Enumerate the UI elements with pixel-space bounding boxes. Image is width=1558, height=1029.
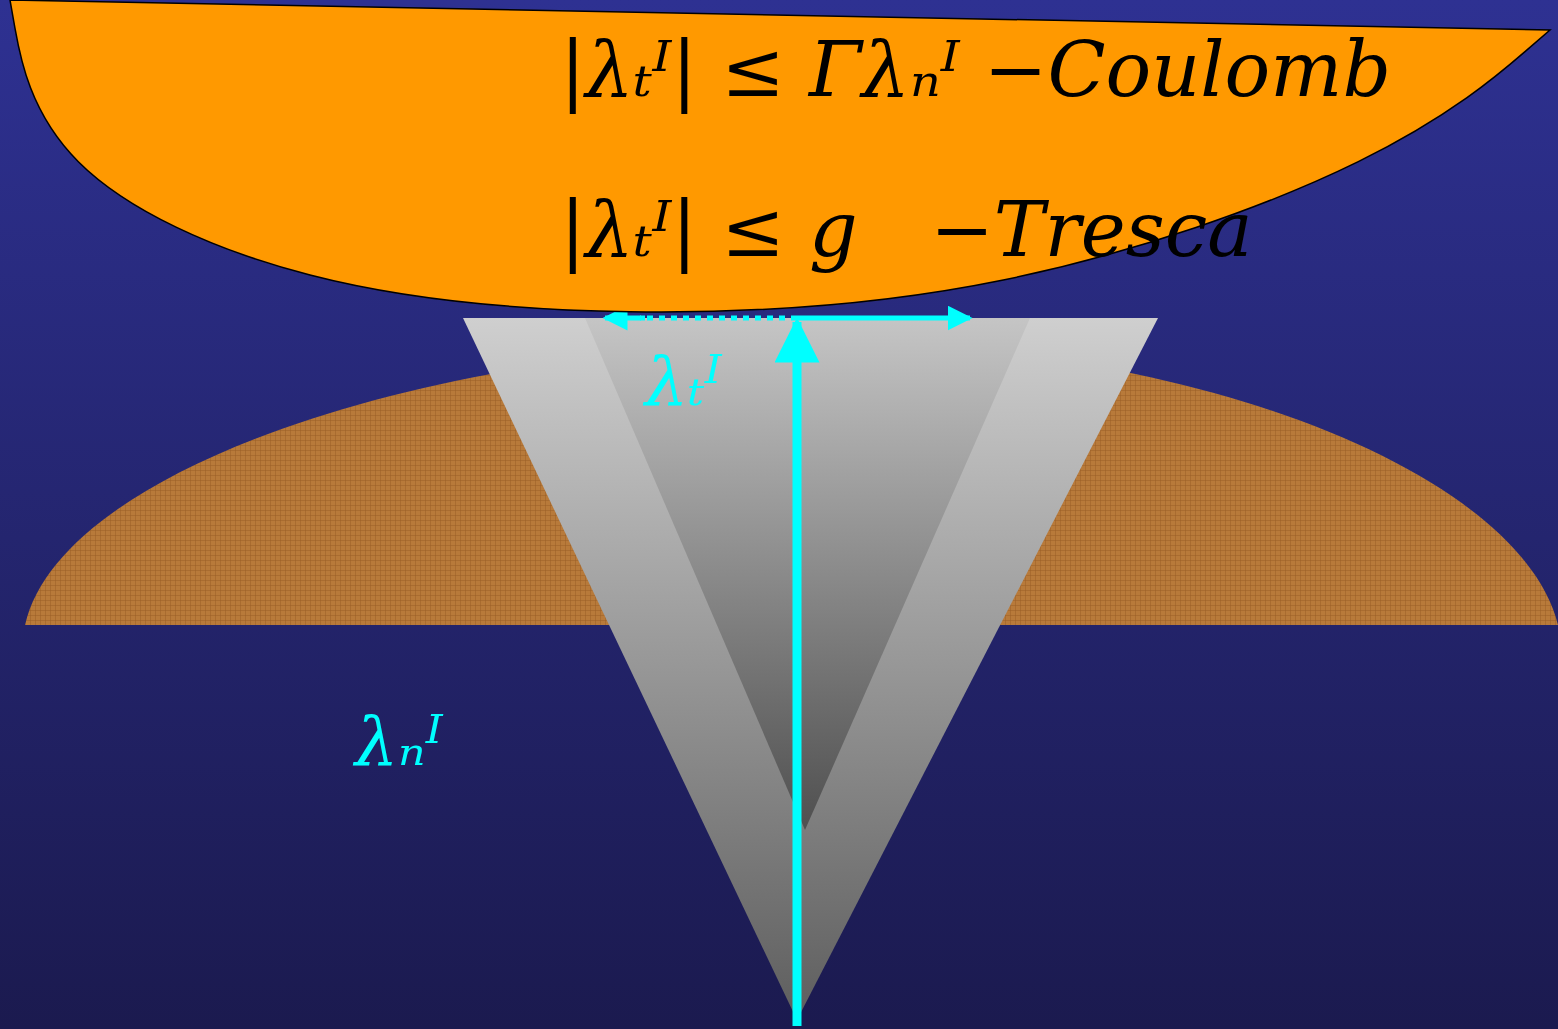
- force-label: λₙᴵ: [355, 705, 443, 780]
- tangential-force-dotted: [640, 316, 797, 321]
- friction-law: |λₜᴵ| ≤ Γλₙᴵ −Coulomb: [560, 28, 1391, 112]
- force-label: λₜᴵ: [645, 345, 722, 420]
- orange-lens: [10, 0, 1550, 312]
- tangential-force-arrow-left: [605, 316, 645, 321]
- normal-force-arrow: [793, 322, 802, 1026]
- friction-cone: [463, 318, 1158, 1020]
- friction-law: |λₜᴵ| ≤ g −Tresca: [560, 188, 1253, 272]
- friction-cone-inner: [585, 318, 1030, 830]
- tangential-force-arrow: [797, 316, 970, 321]
- contact-body: |λₜᴵ| ≤ Γλₙᴵ −Coulomb |λₜᴵ| ≤ g −Tresca: [0, 0, 1558, 335]
